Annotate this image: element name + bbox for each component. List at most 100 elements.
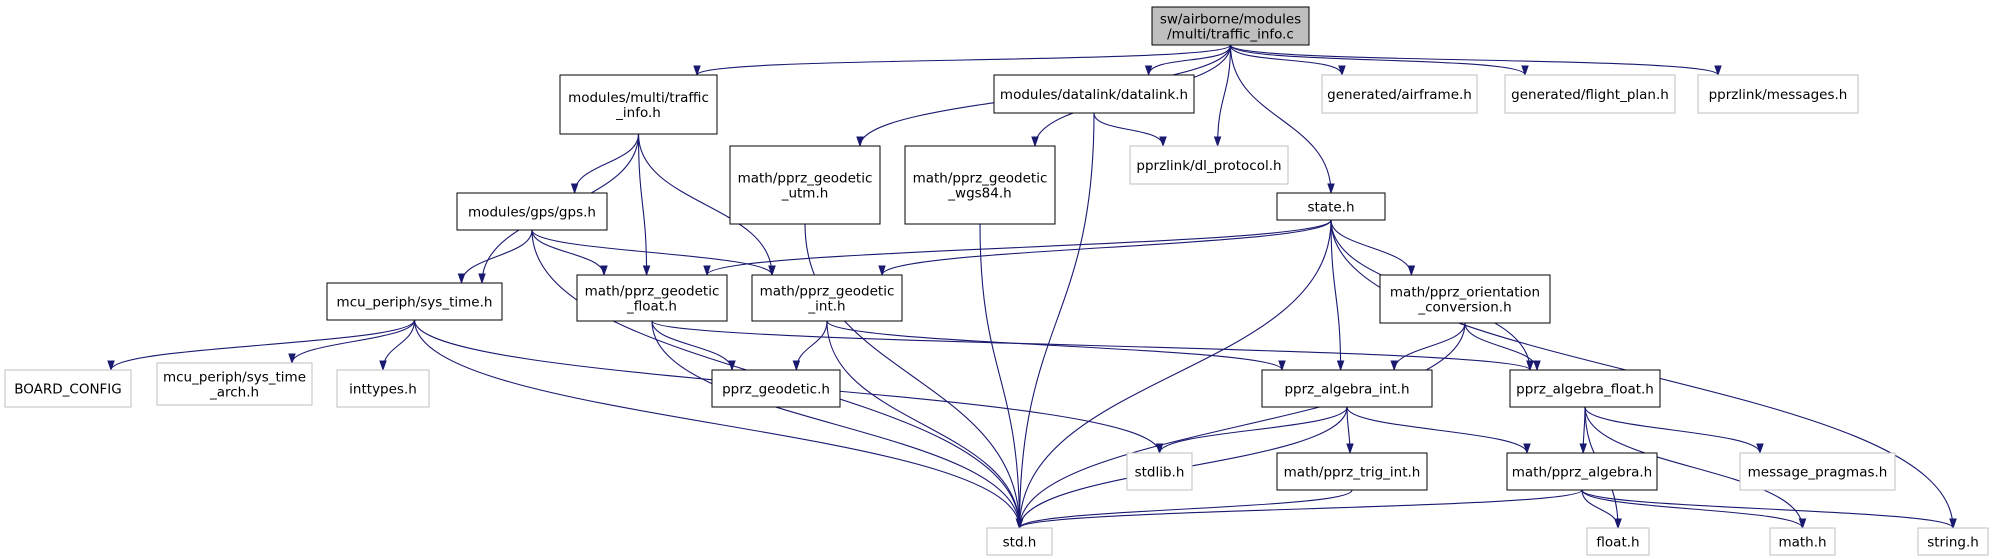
node-label: pprz_geodetic.h bbox=[722, 381, 830, 397]
edge-algebra-to-std bbox=[1020, 489, 1583, 528]
node-box bbox=[1586, 527, 1650, 556]
node-dl-protocol[interactable]: pprzlink/dl_protocol.h bbox=[1129, 145, 1289, 185]
node-label: std.h bbox=[1003, 534, 1037, 550]
node-geodetic[interactable]: pprz_geodetic.h bbox=[711, 369, 841, 408]
node-ti-h[interactable]: modules/multi/traffic_info.h bbox=[559, 74, 718, 135]
node-msg-pragmas[interactable]: message_pragmas.h bbox=[1739, 452, 1896, 491]
edge-root-to-airframe bbox=[1229, 44, 1343, 75]
edge-geo-float-to-alg-float bbox=[651, 320, 1530, 370]
edge-orient-to-alg-int bbox=[1394, 322, 1466, 370]
node-label: pprz_algebra_float.h bbox=[1516, 381, 1654, 397]
edge-orient-to-alg-float bbox=[1464, 322, 1537, 370]
node-label: modules/multi/traffic bbox=[568, 90, 709, 106]
node-flight-plan[interactable]: generated/flight_plan.h bbox=[1504, 74, 1676, 114]
edge-gps-to-sys-time bbox=[462, 229, 533, 283]
node-gps[interactable]: modules/gps/gps.h bbox=[456, 192, 608, 231]
node-label: generated/flight_plan.h bbox=[1511, 87, 1669, 103]
node-string[interactable]: string.h bbox=[1917, 527, 1989, 556]
node-box bbox=[711, 369, 841, 408]
edge-root-to-ti-h bbox=[697, 44, 1232, 75]
node-box bbox=[1151, 6, 1310, 46]
node-std[interactable]: std.h bbox=[986, 527, 1053, 556]
edge-ti-h-to-geo-int bbox=[637, 133, 773, 275]
node-geo-float[interactable]: math/pprz_geodetic_float.h bbox=[576, 274, 728, 322]
node-messages[interactable]: pprzlink/messages.h bbox=[1697, 74, 1859, 114]
node-box bbox=[456, 192, 608, 231]
node-state[interactable]: state.h bbox=[1276, 192, 1386, 221]
node-float[interactable]: float.h bbox=[1586, 527, 1650, 556]
edge-algebra-to-math bbox=[1581, 489, 1803, 528]
edge-root-to-dl-protocol bbox=[1218, 44, 1232, 146]
node-box bbox=[751, 274, 903, 322]
node-layer: sw/airborne/modules/multi/traffic_info.c… bbox=[4, 6, 1989, 556]
edge-trig-int-to-std bbox=[1020, 489, 1353, 528]
node-trig-int[interactable]: math/pprz_trig_int.h bbox=[1276, 452, 1428, 491]
node-label: pprzlink/dl_protocol.h bbox=[1136, 158, 1281, 174]
edge-alg-int-to-stdlib bbox=[1160, 406, 1348, 453]
node-box bbox=[729, 145, 881, 225]
node-math[interactable]: math.h bbox=[1769, 527, 1836, 556]
edge-orient-to-std bbox=[1020, 322, 1466, 528]
node-label: _float.h bbox=[626, 298, 677, 314]
edge-datalink-to-std bbox=[1020, 112, 1095, 528]
edge-ti-h-to-gps bbox=[575, 133, 640, 193]
node-stdlib[interactable]: stdlib.h bbox=[1126, 452, 1193, 491]
edge-geo-int-to-alg-int bbox=[826, 320, 1282, 370]
node-label: math/pprz_trig_int.h bbox=[1284, 464, 1421, 480]
node-utm[interactable]: math/pprz_geodetic_utm.h bbox=[729, 145, 881, 225]
node-box bbox=[1697, 74, 1859, 114]
node-box bbox=[1276, 452, 1428, 491]
edge-alg-float-to-msg-pragmas bbox=[1584, 406, 1760, 453]
edge-root-to-datalink bbox=[1149, 44, 1232, 75]
node-label: _int.h bbox=[807, 298, 845, 314]
node-wgs84[interactable]: math/pprz_geodetic_wgs84.h bbox=[904, 145, 1056, 225]
node-sys-time[interactable]: mcu_periph/sys_time.h bbox=[326, 282, 503, 321]
edge-geo-int-to-std bbox=[826, 320, 1020, 528]
node-box bbox=[1917, 527, 1989, 556]
edge-alg-int-to-algebra bbox=[1346, 406, 1527, 453]
node-airframe[interactable]: generated/airframe.h bbox=[1321, 74, 1478, 114]
node-box bbox=[1126, 452, 1193, 491]
node-orient[interactable]: math/pprz_orientation_conversion.h bbox=[1379, 274, 1551, 324]
node-label: string.h bbox=[1927, 534, 1979, 550]
node-box bbox=[326, 282, 503, 321]
node-label: _arch.h bbox=[209, 384, 259, 400]
node-alg-float[interactable]: pprz_algebra_float.h bbox=[1509, 369, 1661, 408]
node-box bbox=[559, 74, 718, 135]
node-datalink[interactable]: modules/datalink/datalink.h bbox=[993, 74, 1195, 114]
node-label: _conversion.h bbox=[1417, 299, 1511, 315]
edge-state-to-std bbox=[1020, 219, 1332, 528]
node-label: BOARD_CONFIG bbox=[14, 381, 122, 397]
node-sys-time-arch[interactable]: mcu_periph/sys_time_arch.h bbox=[156, 362, 313, 406]
node-label: math/pprz_geodetic bbox=[913, 170, 1048, 186]
node-label: math/pprz_geodetic bbox=[585, 283, 720, 299]
node-label: pprz_algebra_int.h bbox=[1284, 381, 1409, 397]
node-label: float.h bbox=[1596, 534, 1639, 550]
edge-alg-int-to-trig-int bbox=[1347, 406, 1350, 453]
node-geo-int[interactable]: math/pprz_geodetic_int.h bbox=[751, 274, 903, 322]
node-label: modules/gps/gps.h bbox=[468, 204, 596, 220]
node-label: math/pprz_algebra.h bbox=[1512, 464, 1652, 480]
node-alg-int[interactable]: pprz_algebra_int.h bbox=[1261, 369, 1433, 408]
node-box bbox=[1504, 74, 1676, 114]
node-box bbox=[156, 362, 313, 406]
edge-algebra-to-string bbox=[1581, 489, 1953, 528]
edge-sys-time-to-std bbox=[413, 319, 1020, 528]
edge-state-to-alg-int bbox=[1330, 219, 1341, 370]
node-box bbox=[1129, 145, 1289, 185]
node-label: /multi/traffic_info.c bbox=[1167, 26, 1294, 42]
edge-geo-float-to-std bbox=[651, 320, 1020, 528]
node-algebra[interactable]: math/pprz_algebra.h bbox=[1506, 452, 1658, 491]
node-label: state.h bbox=[1307, 199, 1354, 215]
node-root[interactable]: sw/airborne/modules/multi/traffic_info.c bbox=[1151, 6, 1310, 46]
edge-root-to-messages bbox=[1229, 44, 1719, 75]
node-inttypes[interactable]: inttypes.h bbox=[336, 369, 430, 408]
node-box bbox=[4, 369, 132, 408]
node-box bbox=[1276, 192, 1386, 221]
edge-root-to-state bbox=[1229, 44, 1332, 193]
edge-datalink-to-dl-protocol bbox=[1093, 112, 1163, 146]
edge-sys-time-to-sys-time-arch bbox=[292, 319, 416, 363]
node-box bbox=[1739, 452, 1896, 491]
node-board[interactable]: BOARD_CONFIG bbox=[4, 369, 132, 408]
